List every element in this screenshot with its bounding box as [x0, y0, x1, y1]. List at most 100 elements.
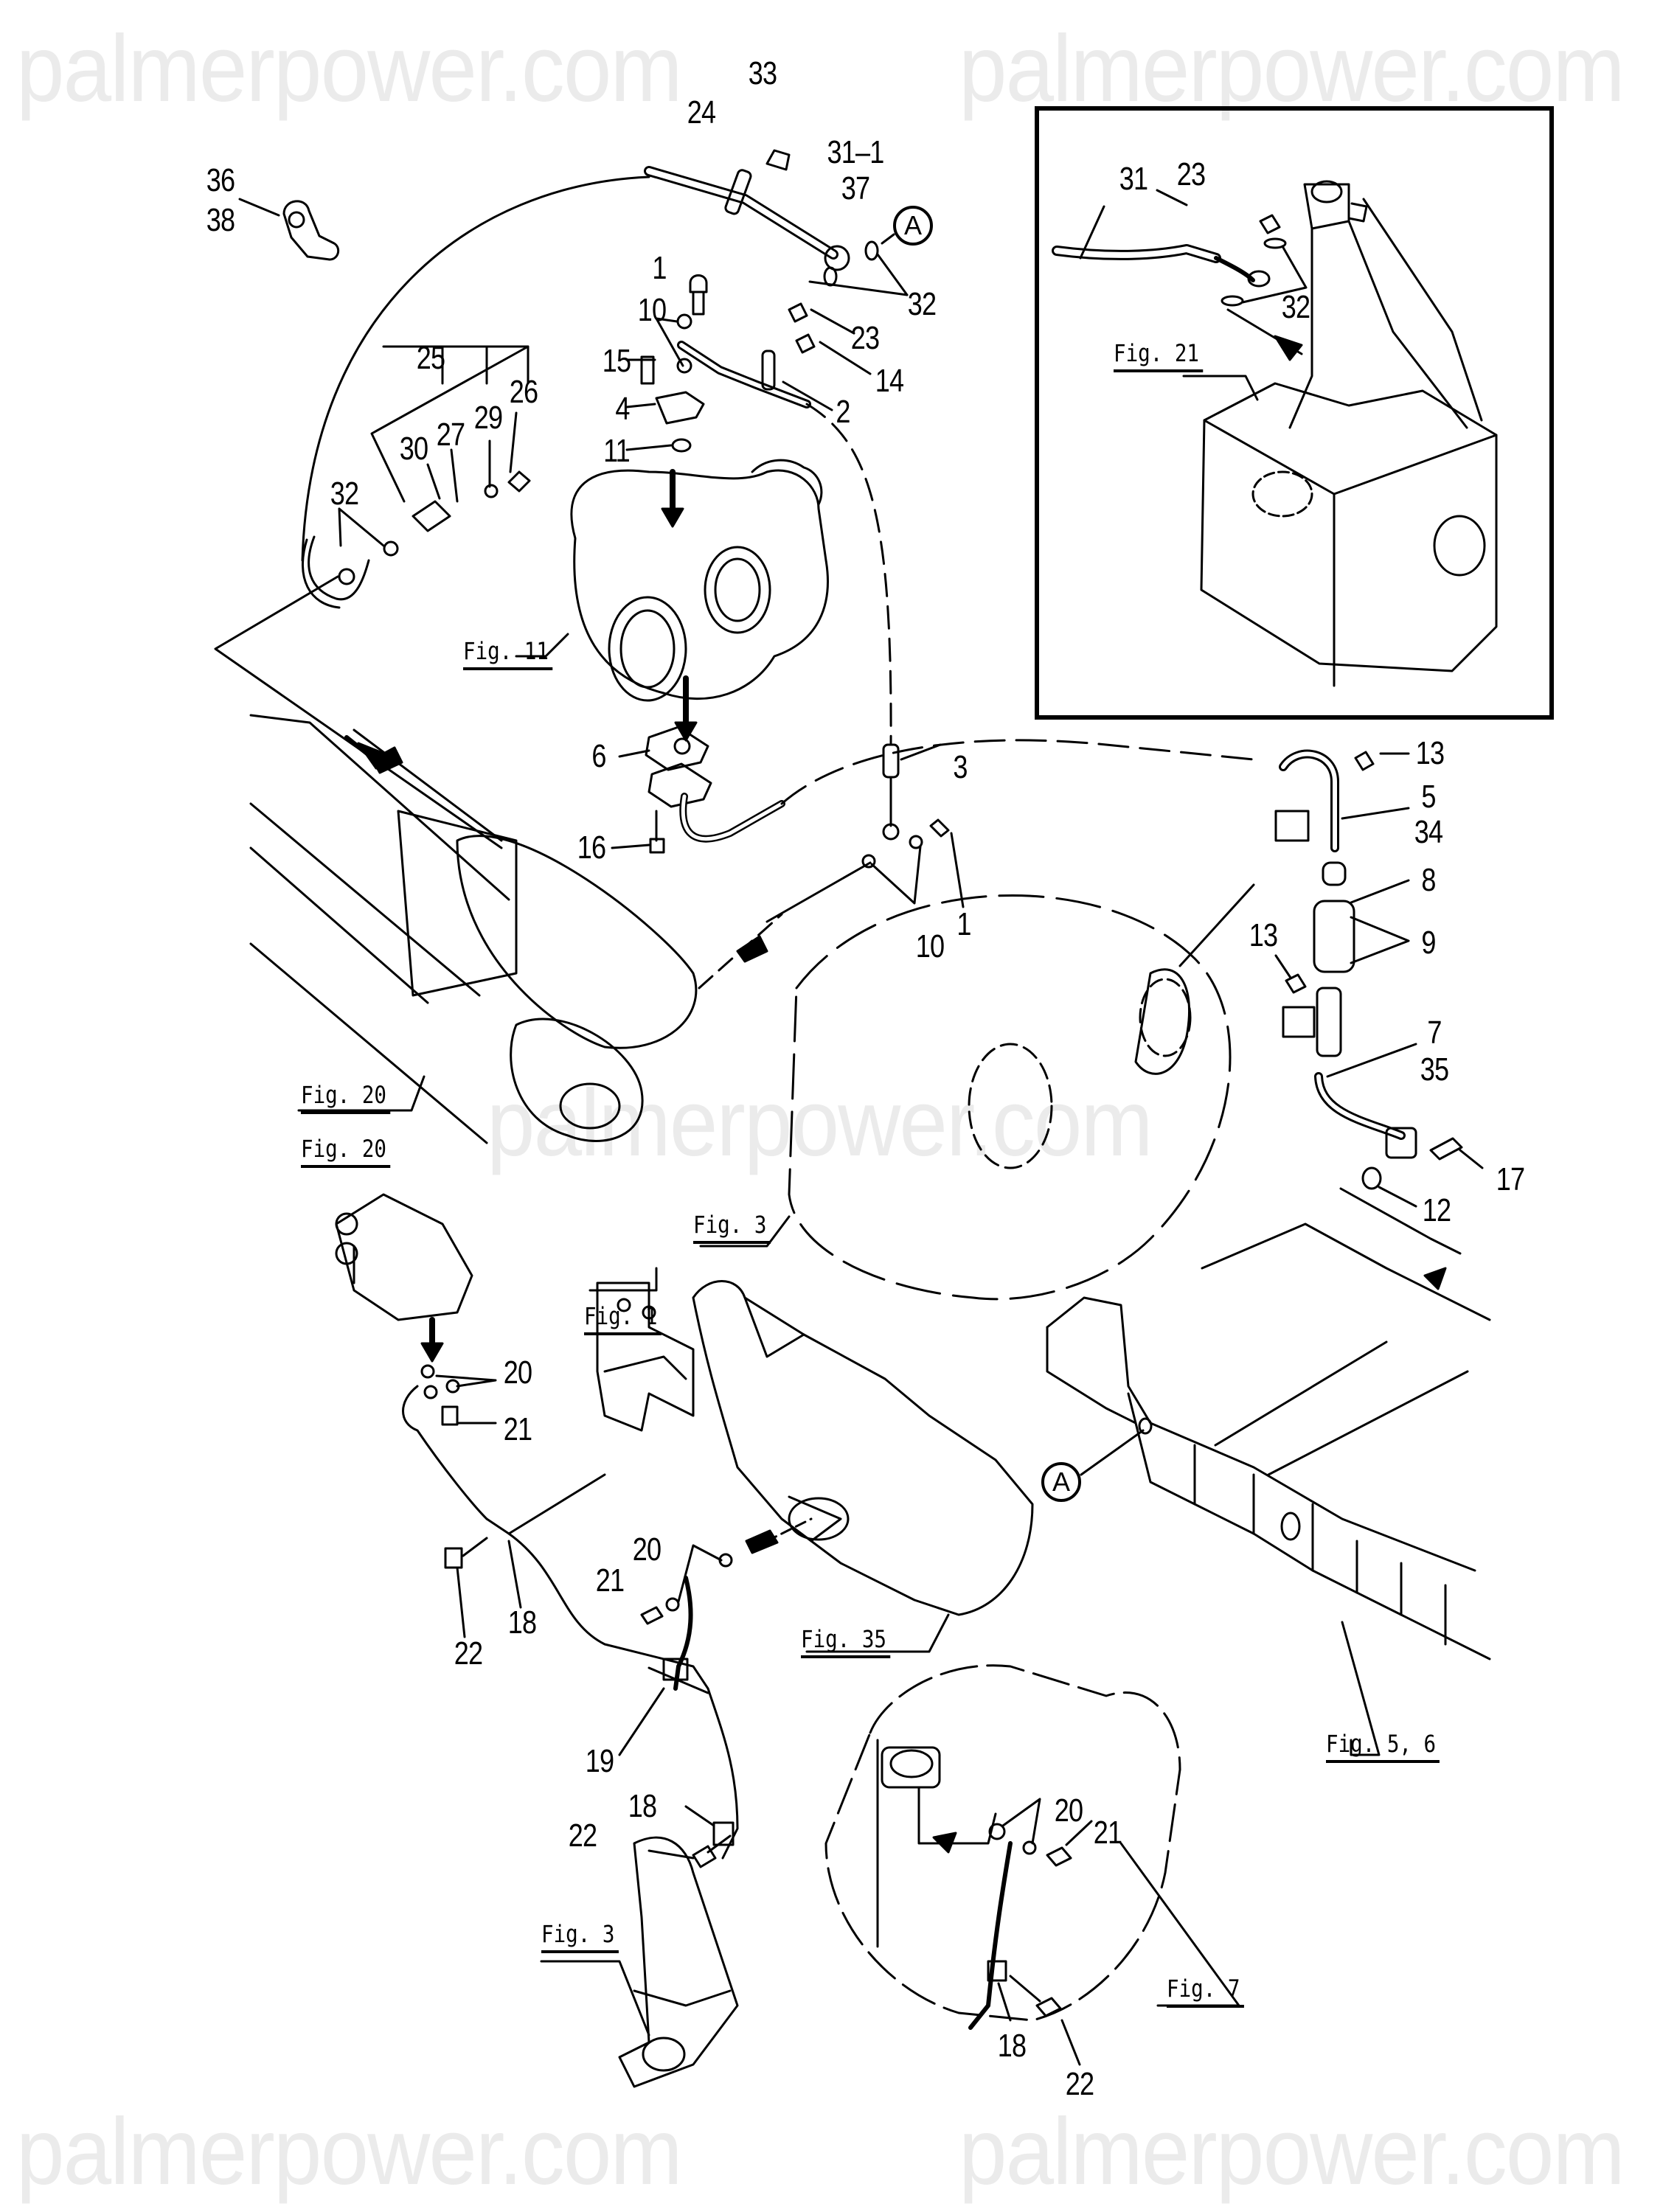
- watermark-top-right: palmerpower.com: [959, 16, 1625, 122]
- flywheel-housing: [699, 883, 1255, 1301]
- figure-ref-fig-5-6: Fig. 5, 6: [1326, 1732, 1440, 1763]
- inset-line-art: [1052, 180, 1498, 687]
- figure-ref-fig-1: Fig. 1: [584, 1304, 662, 1335]
- callout-13: 13: [1415, 735, 1445, 771]
- union-3: [882, 743, 900, 779]
- callout-7: 7: [1427, 1015, 1442, 1051]
- figure-ref-fig-11: Fig. 11: [463, 639, 553, 670]
- figure-ref-fig-20-starter: Fig. 20: [301, 1083, 391, 1114]
- oring-12: [1361, 1166, 1382, 1190]
- oil-pipe-arc: [301, 175, 650, 562]
- callout-14: 14: [875, 363, 904, 399]
- bolt-17: [1429, 1137, 1463, 1161]
- callout-20: 20: [503, 1354, 532, 1391]
- callout-22-lower: 22: [1065, 2066, 1094, 2102]
- callout-12: 12: [1422, 1192, 1451, 1228]
- callout-15: 15: [602, 343, 631, 379]
- callout-9: 9: [1421, 925, 1436, 961]
- strainer-assembly: [1274, 749, 1484, 1290]
- bolt-21c: [1046, 1846, 1072, 1867]
- callout-37: 37: [841, 170, 870, 206]
- banjo-37: [824, 245, 850, 271]
- watermark-center: palmerpower.com: [487, 1071, 1153, 1176]
- reference-marker-a-top: A: [893, 206, 933, 246]
- flange: [647, 762, 712, 808]
- bolt-21b: [640, 1606, 664, 1625]
- figure-ref-fig-3-bracket: Fig. 3: [541, 1922, 619, 1953]
- callout-20-lower: 20: [1054, 1792, 1083, 1829]
- callout-20-mid: 20: [632, 1531, 662, 1568]
- callout-8: 8: [1421, 862, 1436, 898]
- callout-16: 16: [577, 830, 606, 866]
- mount-bracket: [540, 1836, 739, 2088]
- callout-18: 18: [507, 1604, 537, 1641]
- callout-22: 22: [454, 1635, 483, 1672]
- callout-18-mid: 18: [628, 1788, 657, 1824]
- oil-pipe-upper: [644, 166, 838, 260]
- callout-36: 36: [206, 162, 235, 198]
- flange-17: [1385, 1127, 1417, 1159]
- bracket: [588, 1267, 695, 1432]
- callout-22-mid: 22: [568, 1818, 597, 1854]
- banjo-bolt-30: [412, 500, 451, 532]
- figure-ref-fig-35: Fig. 35: [801, 1627, 891, 1658]
- callout-19: 19: [585, 1743, 614, 1779]
- gasket-4: [655, 391, 705, 425]
- inset-callout-31: 31: [1119, 161, 1148, 197]
- callout-21-lower: 21: [1093, 1815, 1122, 1851]
- bolt-1: [689, 274, 708, 293]
- callout-35: 35: [1420, 1051, 1449, 1088]
- callout-29: 29: [473, 400, 503, 436]
- callout-10-lower: 10: [915, 928, 945, 964]
- callout-32-return: 32: [330, 476, 359, 512]
- bolt-22a: [444, 1547, 463, 1569]
- gasket-6: [645, 726, 709, 771]
- plug-26: [507, 470, 531, 493]
- figure-ref-fig-3-housing: Fig. 3: [693, 1213, 771, 1244]
- clip-2: [761, 349, 776, 391]
- callout-1: 1: [652, 250, 667, 286]
- callout-21-mid: 21: [595, 1562, 625, 1599]
- callout-11: 11: [603, 433, 631, 469]
- callout-33: 33: [748, 55, 777, 91]
- starter-motor: [249, 714, 872, 1144]
- clip-36: [282, 200, 340, 261]
- bolt-23: [788, 302, 808, 323]
- bolt-22c: [1035, 1997, 1062, 2017]
- bracket-5: [1274, 810, 1310, 842]
- callout-26: 26: [509, 374, 538, 410]
- callout-21: 21: [503, 1411, 532, 1447]
- inset-detail-box: [1035, 106, 1554, 720]
- watermark-bottom-left: palmerpower.com: [16, 2099, 683, 2205]
- callout-18-lower: 18: [997, 2028, 1027, 2064]
- callout-25: 25: [416, 340, 445, 376]
- bolt-22b: [692, 1845, 717, 1868]
- callout-1-lower: 1: [956, 906, 971, 942]
- callout-31-1: 31–1: [827, 134, 885, 170]
- bolt-33: [765, 149, 791, 171]
- bolt-13a: [1354, 751, 1375, 771]
- callout-32: 32: [907, 286, 937, 322]
- figure-ref-fig-20-pump: Fig. 20: [301, 1137, 391, 1168]
- lower-pipes: [335, 1193, 813, 1868]
- callout-4: 4: [615, 391, 630, 427]
- clip-24: [724, 169, 752, 215]
- strainer-8: [1313, 900, 1355, 973]
- inset-callout-23: 23: [1176, 156, 1206, 192]
- leader-turbo-return: [214, 575, 503, 849]
- reference-marker-a-oil-pan: A: [1041, 1462, 1081, 1502]
- callout-10: 10: [637, 292, 667, 328]
- bolt-15: [640, 355, 655, 385]
- clip-18c: [987, 1960, 1007, 1982]
- bolt-16: [649, 838, 665, 854]
- turbo-outlet: [704, 546, 771, 634]
- callout-13-lower: 13: [1249, 917, 1278, 953]
- leader-32: [808, 253, 909, 296]
- bolt-1b: [929, 818, 950, 838]
- inset-callout-32: 32: [1281, 289, 1310, 325]
- callout-6: 6: [591, 738, 606, 774]
- callout-3: 3: [953, 749, 968, 785]
- callout-38: 38: [206, 202, 235, 238]
- figure-ref-fig-21: Fig. 21: [1114, 341, 1204, 372]
